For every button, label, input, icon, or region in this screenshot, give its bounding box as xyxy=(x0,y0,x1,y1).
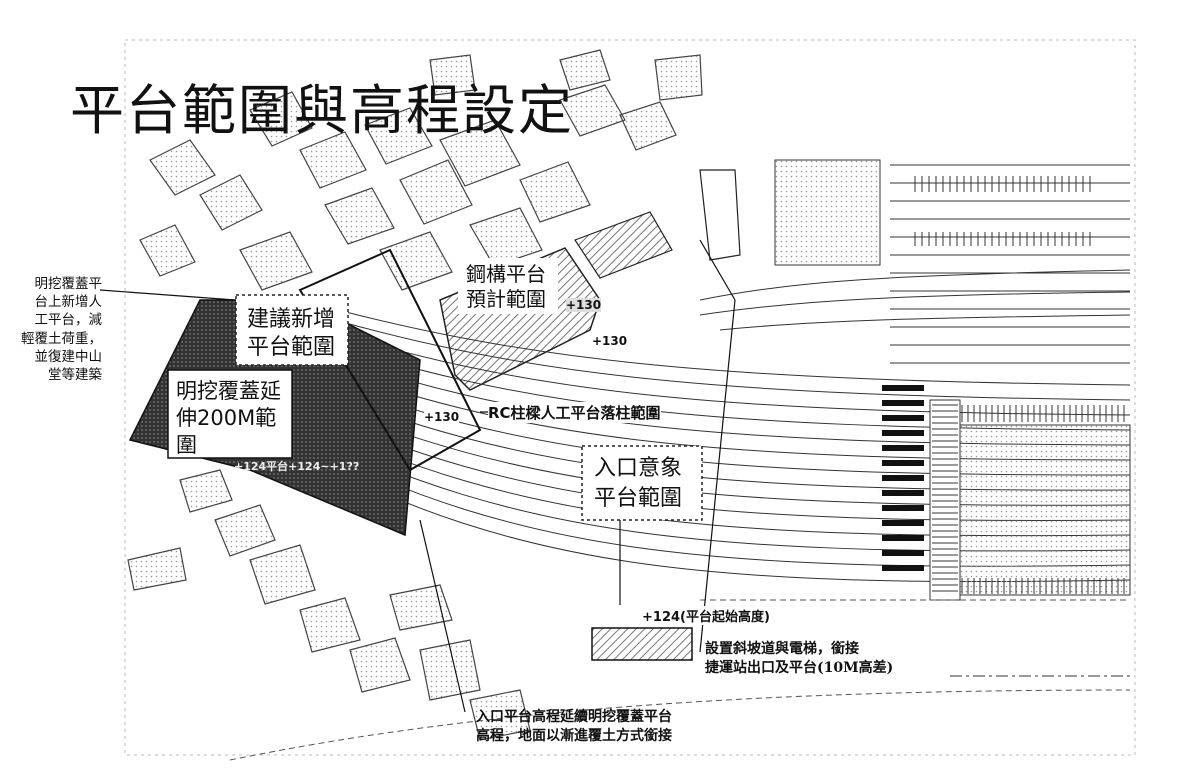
note-left-line: 明挖覆蓋平 xyxy=(34,276,103,292)
road-edge xyxy=(229,689,1131,761)
note-left-line: 台上新增人 xyxy=(34,294,103,311)
elevation-label-start: +124(平台起始高度) xyxy=(642,606,770,625)
note-line: 捷運站出口及平台(10M高差) xyxy=(705,659,894,676)
elevation-label: +130 xyxy=(566,298,602,312)
suggested-platform-label: 建議新增 平台範圍 xyxy=(247,306,335,362)
note-left-line: 工平台，減 xyxy=(34,312,103,329)
ramp-connector xyxy=(699,169,741,261)
elevation-label: +124平台+124~+1?? xyxy=(234,460,360,473)
building-footprints xyxy=(139,49,703,291)
label-line: 平台範圍 xyxy=(247,335,336,360)
label-line: 明挖覆蓋延 xyxy=(176,379,281,403)
entrance-platform-box xyxy=(581,445,703,521)
note-left-line: 並復建中山 xyxy=(34,348,103,365)
note-line: 入口平台高程延續明挖覆蓋平台 xyxy=(476,709,672,725)
note-line: 設置斜坡道與電梯，銜接 xyxy=(705,641,859,657)
cut-and-cover-extension-label: 明挖覆蓋延 伸200M範 圍 xyxy=(176,378,281,459)
label-line: 鋼構平台 xyxy=(466,262,546,286)
label-line: 預計範圍 xyxy=(466,287,546,311)
label-line: 伸200M範 xyxy=(176,406,277,430)
note-left-line: 輕覆土荷重， xyxy=(21,330,102,347)
rc-platform-outline xyxy=(298,248,482,472)
rc-platform-label: RC柱樑人工平台落柱範圍 xyxy=(488,402,661,423)
note-bottom-center: 入口平台高程延續明挖覆蓋平台 高程，地面以漸進覆土方式銜接 xyxy=(476,708,672,746)
steel-platform-label: 鋼構平台 預計範圍 xyxy=(466,262,546,312)
ramp-elevator-block xyxy=(591,627,693,661)
track-buffer-ends xyxy=(882,385,924,571)
map-frame xyxy=(124,39,1136,756)
rail-yard-grid xyxy=(774,159,1131,601)
leader-lines xyxy=(99,239,736,713)
lower-building-footprints xyxy=(127,469,531,741)
extension-box xyxy=(167,369,293,459)
suggested-platform-box xyxy=(235,294,349,366)
note-left-line: 堂等建築 xyxy=(48,367,102,384)
yard-platform-ticks xyxy=(890,164,1130,594)
label-line: 建議新增 xyxy=(247,307,336,332)
steel-label-backdrop xyxy=(458,258,558,314)
elevation-label: +130 xyxy=(592,334,628,348)
note-left: 明挖覆蓋平 台上新增人 工平台，減 輕覆土荷重， 並復建中山 堂等建築 xyxy=(2,275,102,384)
page-title: 平台範圍與高程設定 xyxy=(70,79,574,142)
label-line: 入口意象 xyxy=(594,456,683,481)
entrance-platform-label: 入口意象 平台範圍 xyxy=(594,454,682,514)
note-line: 高程，地面以漸進覆土方式銜接 xyxy=(476,727,672,744)
note-bottom-right: 設置斜坡道與電梯，銜接 捷運站出口及平台(10M高差) xyxy=(705,640,894,678)
label-line: 圍 xyxy=(176,433,197,457)
elevation-label: +130 xyxy=(424,410,460,424)
label-line: 平台範圍 xyxy=(594,486,683,511)
